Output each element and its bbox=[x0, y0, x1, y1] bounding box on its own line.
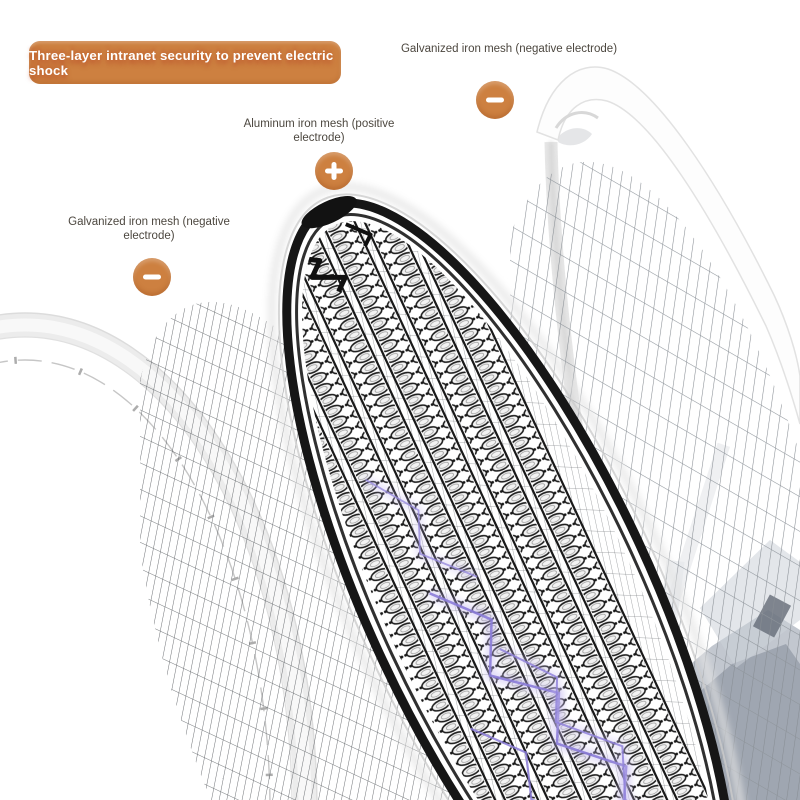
electric-arcs bbox=[363, 476, 692, 800]
racket-tip-cap bbox=[301, 195, 357, 229]
minus-icon bbox=[133, 258, 171, 296]
label-negative-top-right: Galvanized iron mesh (negative electrode… bbox=[391, 43, 627, 57]
title-banner: Three-layer intranet security to prevent… bbox=[29, 41, 341, 84]
racket-core bbox=[222, 172, 798, 800]
minus-icon bbox=[476, 81, 514, 119]
label-negative-left: Galvanized iron mesh (negative electrode… bbox=[50, 216, 248, 244]
plus-icon bbox=[315, 152, 353, 190]
banner-text: Three-layer intranet security to prevent… bbox=[29, 47, 334, 78]
label-text: Galvanized iron mesh (negative electrode… bbox=[400, 43, 618, 55]
back-frame-left bbox=[0, 312, 318, 800]
label-text: Aluminum iron mesh (positive electrode) bbox=[243, 118, 395, 144]
label-positive-middle: Aluminum iron mesh (positive electrode) bbox=[227, 118, 411, 146]
label-text: Galvanized iron mesh (negative electrode… bbox=[68, 216, 230, 242]
